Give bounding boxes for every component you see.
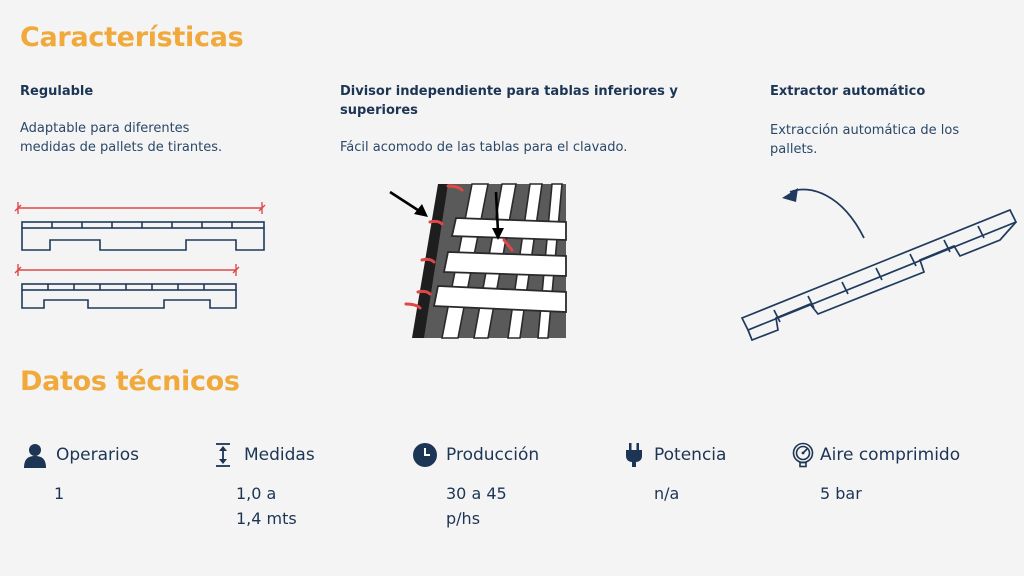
spec-value-line: 5 bar xyxy=(820,484,862,503)
spec-aire-comprimido: Aire comprimido 5 bar xyxy=(792,441,1002,506)
spec-label: Producción xyxy=(446,445,540,465)
board-divisor-illustration xyxy=(389,183,567,339)
feature-regulable: Regulable Adaptable para diferentes medi… xyxy=(20,82,290,157)
feature-title: Divisor independiente para tablas inferi… xyxy=(340,84,678,118)
spec-operarios: Operarios 1 xyxy=(22,441,202,506)
spec-value: n/a xyxy=(624,481,804,506)
pressure-gauge-icon xyxy=(792,442,814,468)
measure-arrows-icon xyxy=(210,442,236,468)
plug-icon xyxy=(624,442,644,468)
features-heading: Características xyxy=(20,22,244,53)
spec-value-line: 1,4 mts xyxy=(236,509,297,528)
spec-value-line: 1,0 a xyxy=(236,484,277,503)
automatic-extractor-illustration xyxy=(740,188,1018,342)
spec-label: Aire comprimido xyxy=(820,445,961,465)
feature-title: Regulable xyxy=(20,84,94,99)
adjustable-pallets-illustration xyxy=(14,202,266,309)
spec-value-line: p/hs xyxy=(446,509,481,528)
person-icon xyxy=(22,442,48,468)
feature-desc: Extracción automática de los pallets. xyxy=(770,123,960,157)
spec-potencia: Potencia n/a xyxy=(624,441,804,506)
feature-extractor: Extractor automático Extracción automáti… xyxy=(770,82,1000,159)
spec-value: 1,0 a 1,4 mts xyxy=(210,481,390,531)
spec-value-line: n/a xyxy=(654,484,680,503)
spec-value-line: 1 xyxy=(54,484,65,503)
spec-value: 1 xyxy=(22,481,202,506)
spec-produccion: Producción 30 a 45 p/hs xyxy=(412,441,592,531)
feature-desc: Fácil acomodo de las tablas para el clav… xyxy=(340,140,628,155)
feature-desc: Adaptable para diferentes medidas de pal… xyxy=(20,121,223,155)
spec-label: Operarios xyxy=(56,445,140,465)
spec-value: 5 bar xyxy=(792,481,1002,506)
spec-label: Medidas xyxy=(244,445,315,465)
spec-label: Potencia xyxy=(654,445,727,465)
spec-value: 30 a 45 p/hs xyxy=(412,481,592,531)
spec-value-line: 30 a 45 xyxy=(446,484,507,503)
spec-medidas: Medidas 1,0 a 1,4 mts xyxy=(210,441,390,531)
tech-heading: Datos técnicos xyxy=(20,366,240,397)
feature-divisor: Divisor independiente para tablas inferi… xyxy=(340,82,680,157)
clock-icon xyxy=(412,442,438,468)
feature-title: Extractor automático xyxy=(770,84,926,99)
